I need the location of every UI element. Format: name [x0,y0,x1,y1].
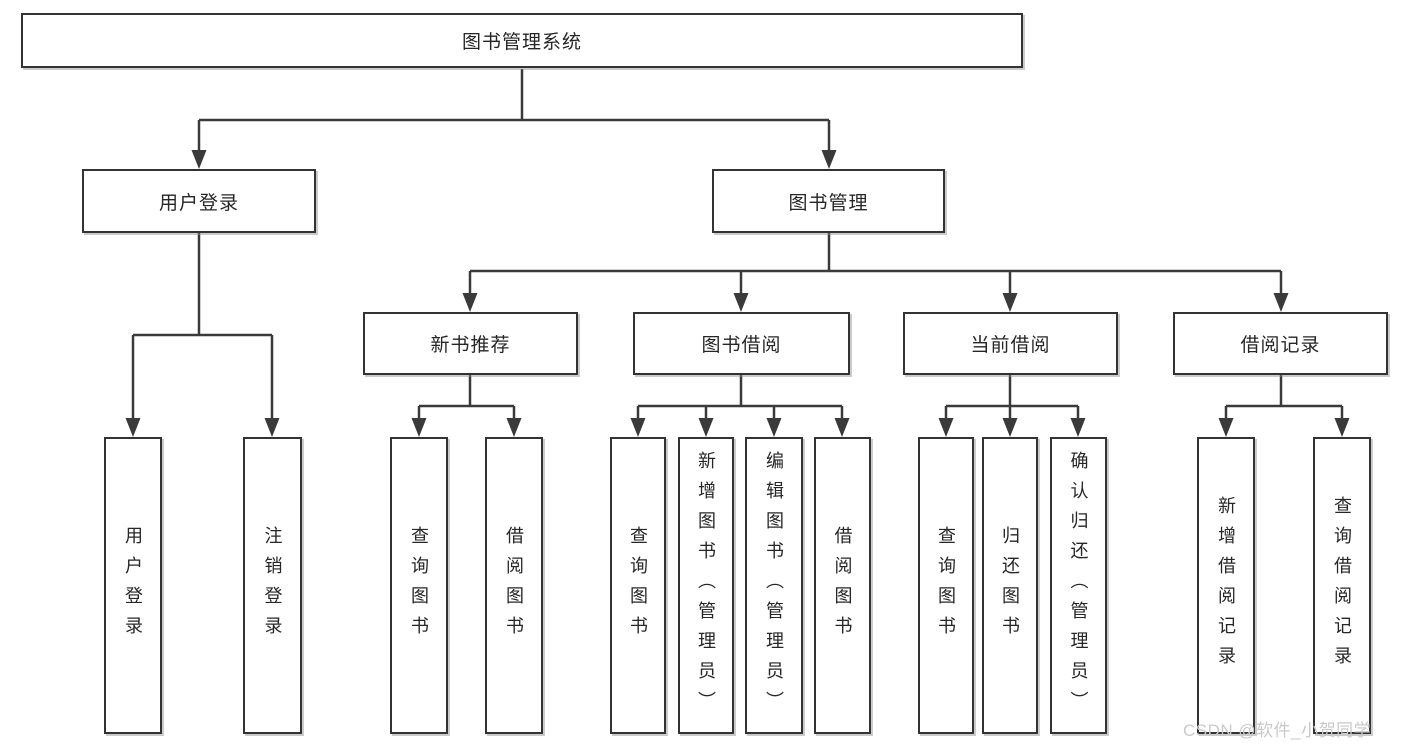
leaf-label: 编辑图书（管理员） [764,450,784,721]
node-current-borrowing: 当前借阅 [903,312,1118,375]
leaf-label: 查询图书 [936,525,956,646]
node-book-management: 图书管理 [712,169,945,233]
node-label: 新书推荐 [430,335,511,356]
connector-borrow-to-leaves [636,375,844,420]
leaf-label: 查询借阅记录 [1332,495,1352,676]
connector-record-to-leaves [1224,375,1344,420]
leaf-label: 借阅图书 [832,525,853,646]
leaf-add-books-admin: 新增图书（管理员） [678,437,734,734]
leaf-user-login: 用户登录 [104,437,162,734]
leaf-label: 新增借阅记录 [1216,495,1236,676]
leaf-label: 确认归还（管理员） [1068,450,1089,721]
leaf-label: 借阅图书 [504,525,524,646]
node-user-login: 用户登录 [82,169,316,233]
leaf-add-borrow-record: 新增借阅记录 [1197,437,1255,734]
node-label: 图书管理系统 [461,32,582,53]
leaf-query-books-recommend: 查询图书 [390,437,448,734]
node-library-management-system: 图书管理系统 [21,13,1023,68]
node-book-borrowing: 图书借阅 [633,312,850,375]
leaf-query-books-borrow: 查询图书 [610,437,666,734]
leaf-label: 新增图书（管理员） [696,450,716,721]
leaf-query-books-current: 查询图书 [918,437,974,734]
leaf-label: 查询图书 [409,525,429,646]
node-label: 用户登录 [158,192,239,214]
leaf-logout: 注销登录 [243,437,302,734]
leaf-borrow-books: 借阅图书 [814,437,871,734]
csdn-watermark: CSDN @软件_小贺同学 [1183,721,1372,740]
node-new-book-recommendation: 新书推荐 [363,312,578,375]
leaf-label: 注销登录 [262,525,283,646]
leaf-label: 用户登录 [123,525,143,646]
connector-bookmgmt-to-level3 [468,233,1283,295]
leaf-query-borrow-record: 查询借阅记录 [1313,437,1371,734]
connector-newbook-to-leaves [417,375,516,420]
leaf-return-books: 归还图书 [982,437,1038,734]
leaf-edit-books-admin: 编辑图书（管理员） [745,437,803,734]
node-label: 借阅记录 [1240,335,1321,356]
connector-userlogin-to-leaves [131,233,274,420]
node-label: 当前借阅 [970,335,1051,356]
leaf-label: 查询图书 [628,525,648,646]
leaf-borrow-books-recommend: 借阅图书 [485,437,543,734]
leaf-confirm-return-admin: 确认归还（管理员） [1050,437,1107,734]
leaf-label: 归还图书 [1000,525,1020,646]
node-borrowing-records: 借阅记录 [1173,312,1388,375]
node-label: 图书管理 [788,192,869,214]
node-label: 图书借阅 [701,335,782,356]
connector-root-to-level2 [197,69,831,152]
connector-current-to-leaves [944,375,1080,420]
